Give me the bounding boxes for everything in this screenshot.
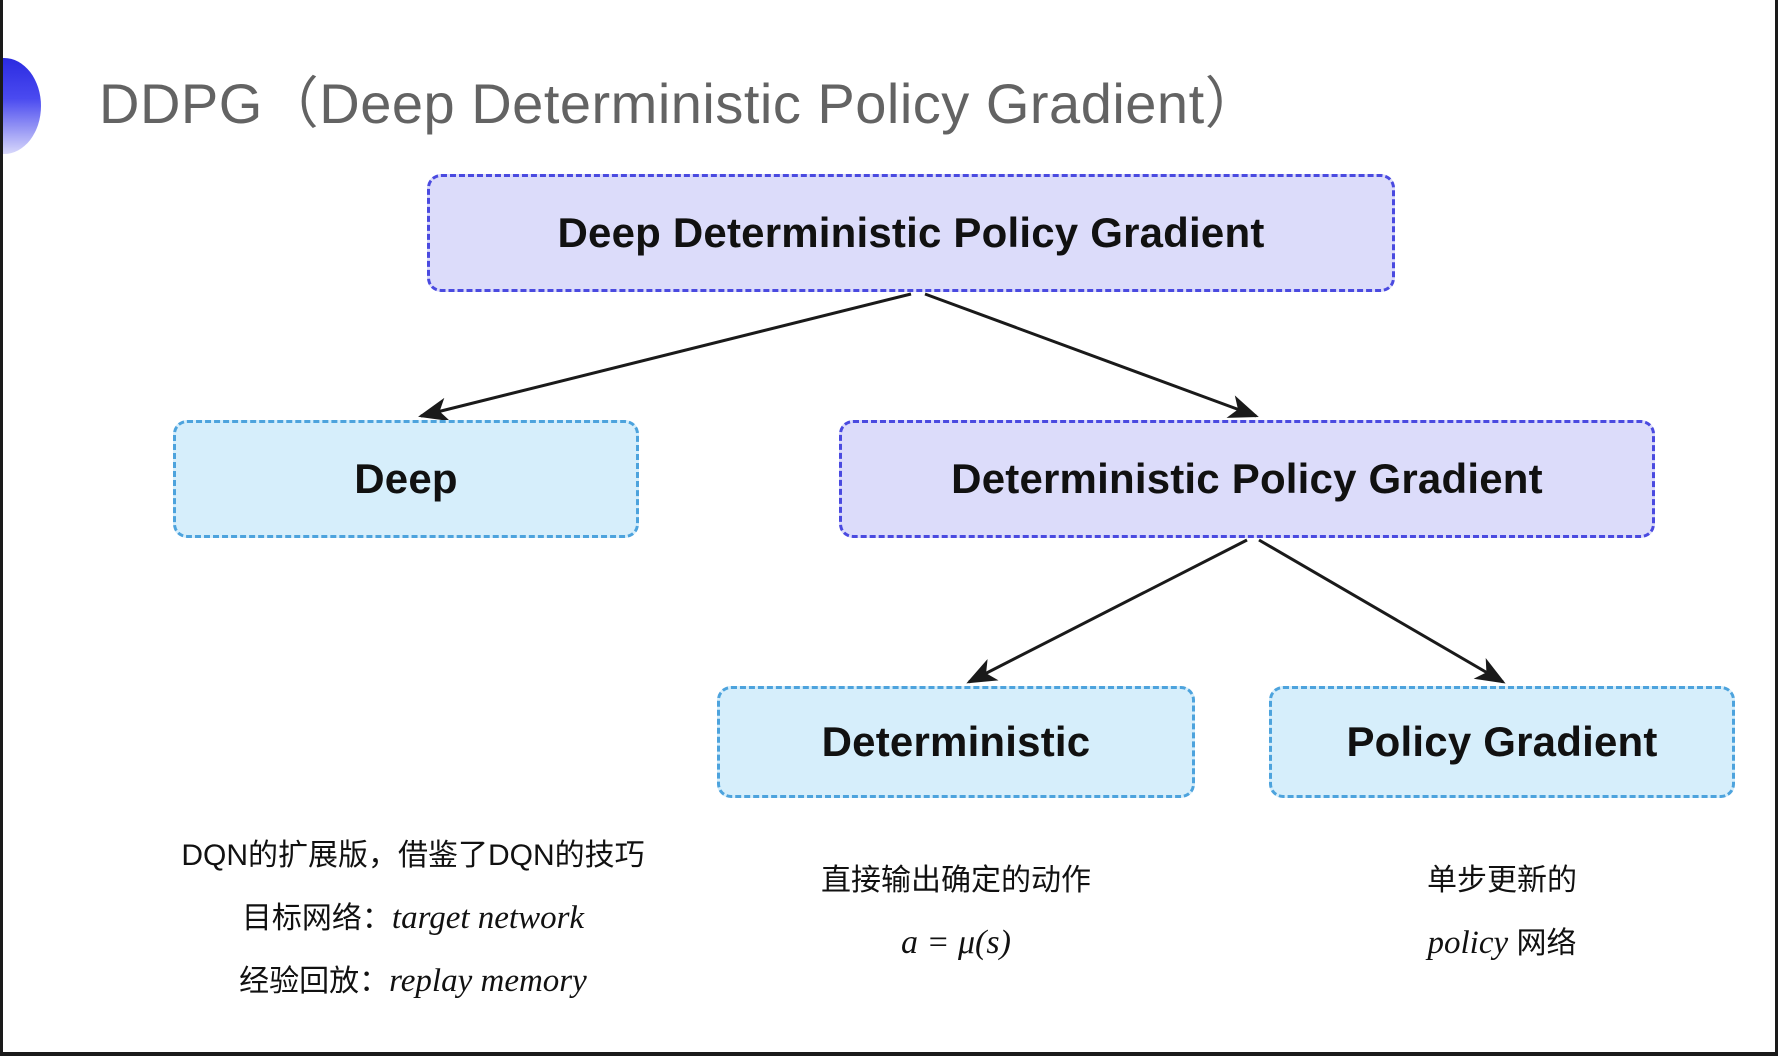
edge-dpg-deterministic	[966, 538, 1248, 684]
gradient-circle-bullet-icon	[3, 58, 41, 154]
edge-root-deep	[418, 292, 912, 422]
caption-deterministic: 直接输出确定的动作 a = μ(s)	[717, 850, 1195, 974]
edge-dpg-policy-gradient	[1258, 538, 1506, 684]
node-deep[interactable]: Deep	[173, 420, 639, 538]
caption-deep-line2-label: 目标网络：	[241, 902, 392, 935]
caption-policy-line2-term: policy	[1427, 925, 1509, 961]
caption-deep-line3-term: replay memory	[389, 963, 587, 999]
caption-deep-line3: 经验回放：replay memory	[153, 950, 673, 1013]
caption-deep: DQN的扩展版，借鉴了DQN的技巧 目标网络：target network 经验…	[153, 825, 673, 1013]
node-policy-gradient[interactable]: Policy Gradient	[1269, 686, 1735, 798]
page-title: DDPG（Deep Deterministic Policy Gradient）	[99, 72, 1262, 135]
node-deterministic[interactable]: Deterministic	[717, 686, 1195, 798]
node-deterministic-policy-gradient[interactable]: Deterministic Policy Gradient	[839, 420, 1655, 538]
caption-deep-line2: 目标网络：target network	[153, 887, 673, 950]
node-deep-deterministic-policy-gradient[interactable]: Deep Deterministic Policy Gradient	[427, 174, 1395, 292]
caption-deterministic-line1: 直接输出确定的动作	[821, 864, 1091, 897]
caption-policy-line1: 单步更新的	[1427, 864, 1577, 897]
caption-deterministic-formula: a = μ(s)	[901, 924, 1011, 961]
edge-root-dpg	[924, 292, 1259, 418]
caption-policy-line2-suffix: 网络	[1508, 927, 1577, 960]
caption-deep-line3-label: 经验回放：	[239, 965, 390, 998]
caption-policy-gradient: 单步更新的 policy 网络	[1269, 850, 1735, 975]
caption-deep-line2-term: target network	[391, 900, 585, 936]
caption-deep-line1: DQN的扩展版，借鉴了DQN的技巧	[181, 839, 645, 872]
caption-policy-line2: policy 网络	[1269, 912, 1735, 975]
